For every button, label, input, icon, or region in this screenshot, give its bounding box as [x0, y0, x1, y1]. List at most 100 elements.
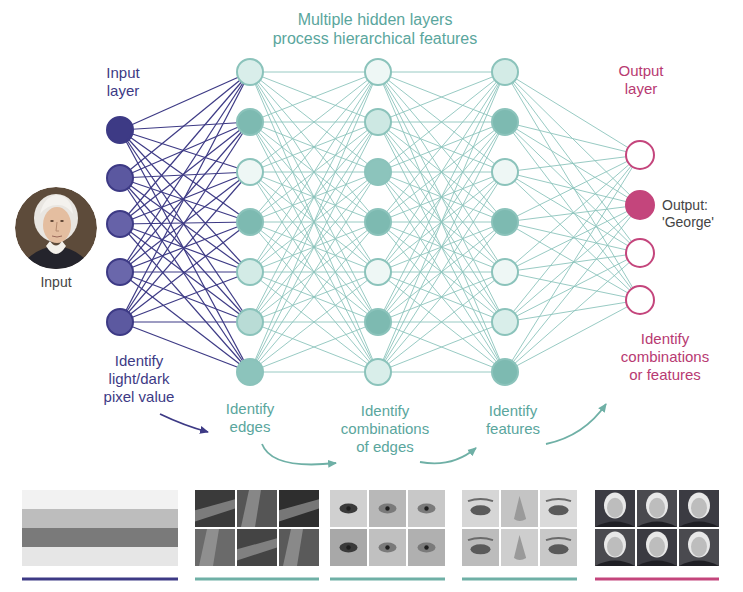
network-connection: [250, 72, 378, 172]
step-label: Identify edges: [213, 400, 287, 436]
thumbnail-panel: [462, 490, 577, 566]
hair-shape: [604, 532, 626, 558]
output-neuron: [626, 239, 654, 267]
label-slot: Identify light/dark pixel value: [100, 352, 178, 406]
pixel-cell: [100, 547, 126, 566]
pupil-shape: [346, 545, 350, 549]
label-slot: Input: [28, 274, 84, 291]
feature-cell: [501, 529, 538, 566]
pixel-cell: [126, 509, 152, 528]
edge-stroke: [195, 499, 235, 521]
network-connection: [120, 122, 250, 322]
network-connection: [120, 130, 250, 322]
network-connection: [250, 72, 378, 122]
layer-label: Output layer: [608, 62, 674, 98]
network-connection: [120, 178, 250, 372]
network-connection: [505, 155, 640, 372]
network-connection: [250, 122, 378, 372]
input-neuron: [107, 259, 133, 285]
eye-shape: [379, 504, 397, 514]
edge-cell: [237, 490, 277, 527]
flow-arrow: [262, 444, 336, 464]
pupil-shape: [424, 545, 428, 549]
network-connection: [378, 272, 505, 372]
face-shape: [649, 537, 665, 557]
edge-cell: [237, 529, 277, 566]
step-label: Identify features: [474, 402, 552, 438]
hidden-neuron: [237, 259, 263, 285]
network-connection: [250, 72, 378, 272]
network-connection: [378, 222, 505, 372]
brow-shape: [468, 538, 493, 540]
hidden-neuron: [237, 209, 263, 235]
part-cell: [408, 529, 445, 566]
label-slot: Input layer: [92, 64, 154, 100]
face-shape: [649, 498, 665, 518]
network-connection: [505, 222, 640, 253]
network-connection: [250, 222, 378, 372]
network-connection: [505, 155, 640, 222]
pixel-cell: [48, 509, 74, 528]
network-connection: [250, 72, 378, 322]
network-connection: [120, 321, 250, 322]
hidden-neuron: [492, 259, 518, 285]
brow-shape: [546, 499, 571, 501]
network-connection: [505, 72, 640, 300]
edge-stroke: [237, 538, 277, 560]
label-slot: Multiple hidden layers process hierarchi…: [270, 10, 480, 48]
edge-cell: [279, 490, 319, 527]
hidden-neuron: [492, 209, 518, 235]
network-connection: [378, 122, 505, 372]
label-slot: Output layer: [608, 62, 674, 98]
face-cell: [637, 490, 677, 527]
label-slot: Identify combinations of edges: [336, 402, 434, 456]
portrait-eye: [50, 220, 54, 222]
step-label: Identify combinations of edges: [336, 402, 434, 456]
feature-cell: [462, 529, 499, 566]
network-connection: [378, 72, 505, 322]
network-connection: [250, 272, 378, 372]
network-connection: [378, 72, 505, 122]
pupil-shape: [385, 545, 389, 549]
input-neuron: [107, 117, 133, 143]
hidden-neuron: [237, 59, 263, 85]
layer-label: Input layer: [92, 64, 154, 100]
hidden-neuron: [492, 159, 518, 185]
network-connection: [120, 222, 250, 322]
output-label: Output: 'George': [662, 197, 728, 231]
step-label: Identify light/dark pixel value: [100, 352, 178, 406]
flow-arrow: [420, 448, 476, 463]
network-connection: [378, 72, 505, 122]
hidden-neuron: [365, 109, 391, 135]
network-connection: [120, 272, 250, 322]
network-connection: [378, 72, 505, 222]
coat-shape: [595, 521, 635, 527]
pixel-cell: [48, 528, 74, 547]
portrait-nose: [56, 222, 59, 231]
feature-cell: [501, 490, 538, 527]
network-connection: [120, 72, 250, 224]
output-neuron: [626, 191, 654, 219]
eye-shape: [549, 505, 569, 515]
network-connection: [378, 72, 505, 172]
network-connection: [378, 122, 505, 372]
eye-shape: [418, 543, 436, 553]
step-label: Identify combinations or features: [615, 330, 715, 384]
underline: [195, 578, 319, 581]
network-connection: [250, 372, 378, 373]
eye-shape: [549, 544, 569, 554]
pixel-cell: [126, 490, 152, 509]
hair-shape: [646, 532, 668, 558]
network-connection: [250, 72, 378, 222]
pixel-cell: [74, 509, 100, 528]
part-cell: [369, 490, 406, 527]
eye-shape: [471, 505, 491, 515]
network-connection: [378, 372, 505, 373]
pixel-cell: [100, 490, 126, 509]
layer-heading: Multiple hidden layers process hierarchi…: [270, 10, 480, 48]
network-connection: [120, 122, 250, 130]
face-cell: [679, 490, 719, 527]
pixel-cell: [22, 528, 48, 547]
